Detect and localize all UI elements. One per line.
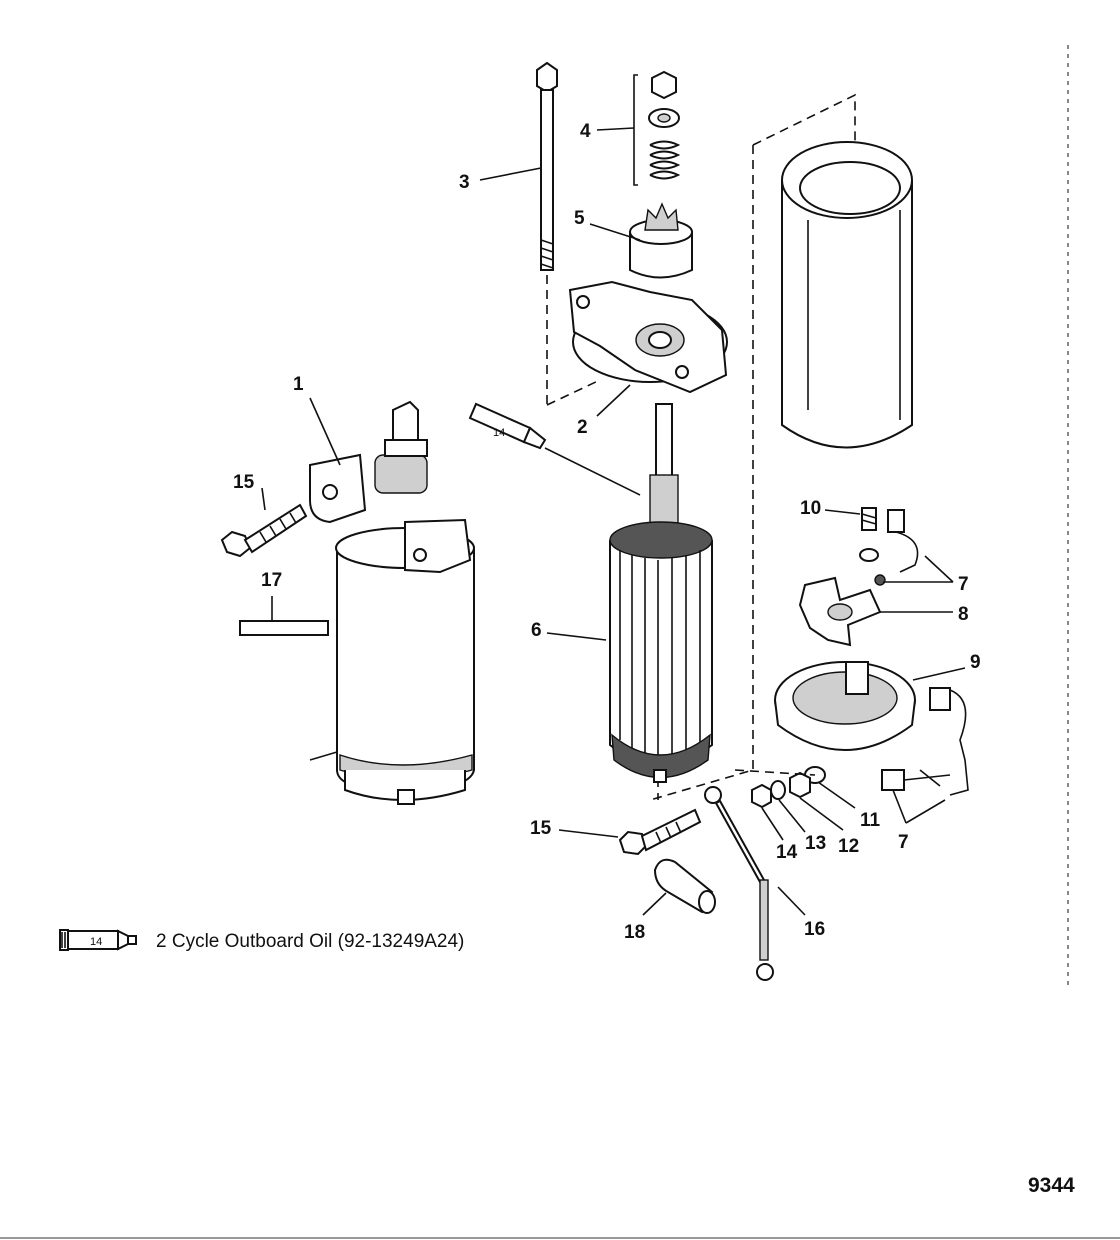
drive-pinion (629, 202, 693, 279)
legend-tube-label: 14 (90, 936, 102, 948)
callout-7-lower: 7 (898, 832, 909, 853)
callout-12: 12 (838, 836, 859, 857)
starter-motor-assembly (309, 400, 475, 805)
alignment-dash-right (649, 93, 856, 801)
callout-8: 8 (958, 604, 969, 625)
brush-holder-plate (798, 576, 882, 647)
mounting-bolt-right (618, 808, 702, 856)
callout-14: 14 (776, 842, 798, 863)
callout-13: 13 (805, 833, 826, 854)
through-bolt (536, 61, 558, 405)
decal (239, 620, 329, 636)
callout-11: 11 (860, 810, 881, 831)
motor-frame-housing (781, 141, 913, 449)
callout-2: 2 (577, 417, 588, 438)
drive-end-cap (568, 280, 728, 394)
mounting-bolt-left (220, 503, 308, 558)
callout-1: 1 (293, 374, 304, 395)
callout-16: 16 (804, 919, 825, 940)
alignment-dash-left (546, 379, 601, 406)
callout-15-right: 15 (530, 818, 552, 839)
callout-9: 9 (970, 652, 981, 673)
callout-10: 10 (800, 498, 821, 519)
legend-tube-icon: 14 (59, 929, 137, 951)
figure-number: 9344 (1028, 1174, 1075, 1197)
callout-17: 17 (261, 570, 282, 591)
armature (609, 403, 713, 783)
callout-6: 6 (531, 620, 542, 641)
legend: 14 2 Cycle Outboard Oil (92-13249A24) (59, 929, 464, 952)
terminal-boot (653, 858, 716, 914)
callout-3: 3 (459, 172, 470, 193)
callout-15-left: 15 (233, 472, 255, 493)
brush-spring-and-screw (859, 507, 919, 586)
commutator-end-cap (774, 661, 969, 796)
lubricant-tube-label: 14 (493, 427, 505, 439)
terminal-hardware (734, 766, 826, 809)
callout-4: 4 (580, 121, 591, 142)
callout-18: 18 (624, 922, 645, 943)
lubricant-tube: 14 (468, 402, 641, 496)
leader-lines (261, 127, 966, 916)
callout-5: 5 (574, 208, 585, 229)
callout-7-upper: 7 (958, 574, 969, 595)
legend-text: 2 Cycle Outboard Oil (92-13249A24) (156, 931, 464, 952)
ground-cable (704, 786, 774, 981)
nut-washer-spring-stack (633, 70, 681, 186)
